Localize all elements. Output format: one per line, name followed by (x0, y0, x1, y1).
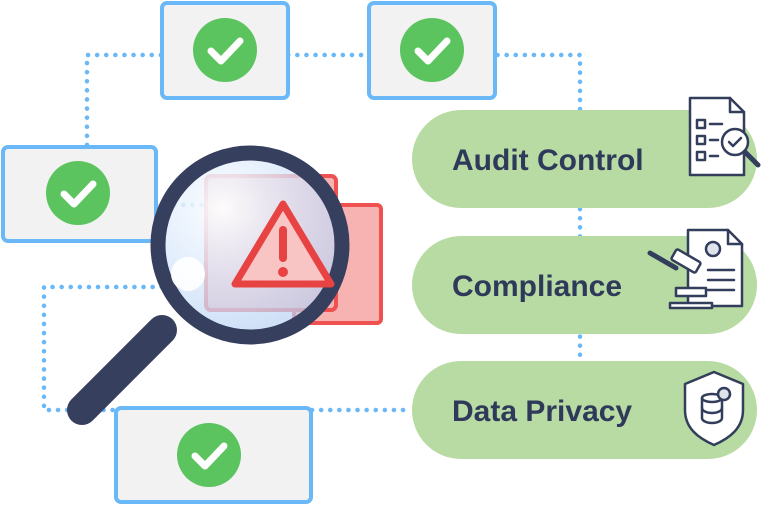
category-label-compliance: Compliance (452, 270, 622, 303)
check-box-top-left (160, 1, 290, 100)
category-pill-compliance: Compliance (412, 228, 757, 334)
connector-top (84, 52, 583, 148)
check-circle-icon (193, 18, 257, 82)
check-box-left (1, 145, 158, 243)
category-label-data-privacy: Data Privacy (452, 395, 632, 428)
audit-checklist-icon (688, 96, 761, 177)
check-box-bottom (114, 406, 313, 504)
gavel-document-icon (647, 228, 744, 310)
category-label-audit-control: Audit Control (452, 144, 644, 177)
shield-database-icon (683, 370, 745, 447)
warning-triangle-icon (231, 200, 335, 288)
check-circle-icon (46, 161, 110, 225)
category-pill-audit-control: Audit Control (412, 96, 761, 208)
category-pill-data-privacy: Data Privacy (412, 361, 757, 459)
check-box-top-right (367, 1, 497, 100)
check-circle-icon (400, 18, 464, 82)
check-circle-icon (177, 423, 241, 487)
magnifying-glass-icon (67, 145, 350, 425)
